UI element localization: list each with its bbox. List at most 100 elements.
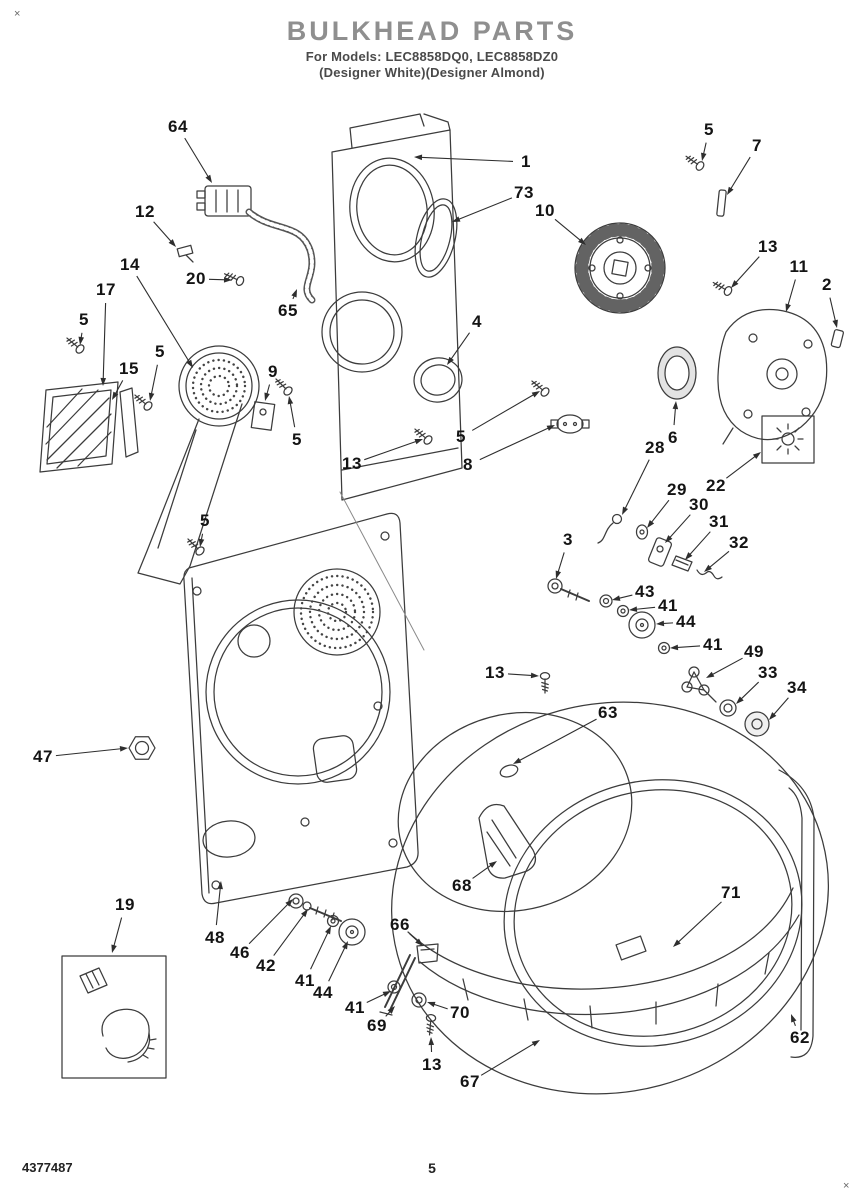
- part-8-thermostat: [550, 414, 590, 434]
- part-44-roller: [628, 611, 656, 639]
- leader-47-40: [55, 746, 128, 757]
- leader-43-31: [612, 594, 633, 601]
- callout-71: 71: [721, 883, 741, 902]
- callout-42: 42: [256, 956, 276, 975]
- leader-29-25: [647, 499, 670, 528]
- part-47-nut: [128, 736, 156, 760]
- screw-icon: [411, 424, 435, 447]
- callout-13: 13: [422, 1055, 442, 1074]
- part-66-glide: [416, 943, 439, 964]
- page-number: 5: [428, 1160, 436, 1176]
- screw-icon: [528, 376, 552, 399]
- leader-30-26: [665, 514, 691, 543]
- leader-10-11: [554, 218, 586, 245]
- callout-5: 5: [79, 310, 89, 329]
- part-63-seal-strip: [499, 764, 519, 778]
- screw-icons: [63, 151, 734, 1036]
- leader-65-8: [291, 289, 297, 300]
- leader-73-10: [452, 197, 513, 222]
- part-41-washer: [387, 980, 401, 994]
- callout-13: 13: [342, 454, 362, 473]
- registration-mark-bottom-right: ×: [843, 1180, 850, 1192]
- part-17-bracket: [119, 387, 139, 458]
- callout-70: 70: [450, 1003, 470, 1022]
- leader-5-56: [198, 533, 205, 547]
- leader-12-1: [153, 221, 176, 247]
- leader-22-29: [726, 452, 761, 479]
- callout-67: 67: [460, 1072, 480, 1091]
- leader-31-27: [685, 531, 711, 560]
- callout-41: 41: [345, 998, 365, 1017]
- callout-41: 41: [658, 596, 678, 615]
- callout-64: 64: [168, 117, 188, 136]
- callout-5: 5: [155, 342, 165, 361]
- part-14-lint-duct: [137, 345, 260, 585]
- callout-5: 5: [292, 430, 302, 449]
- part-62-rear-panel: [778, 769, 815, 1058]
- part-70-washer: [411, 992, 427, 1008]
- page-title: BULKHEAD PARTS: [286, 16, 578, 46]
- leader-41-32: [629, 606, 656, 612]
- part-34-knob: [744, 711, 770, 737]
- page-header: BULKHEAD PARTS For Models: LEC8858DQ0, L…: [0, 0, 864, 80]
- leader-64-0: [184, 137, 212, 183]
- leader-3-30: [555, 552, 565, 579]
- callout-5: 5: [456, 427, 466, 446]
- callout-13: 13: [758, 237, 778, 256]
- leader-6-23: [672, 401, 679, 426]
- callout-62: 62: [790, 1028, 810, 1047]
- callout-11: 11: [789, 257, 809, 276]
- part-10-heating-element: [574, 222, 666, 314]
- part-28-hook: [597, 513, 623, 544]
- leader-67-54: [480, 1040, 540, 1076]
- leader-2-16: [829, 297, 838, 328]
- callout-17: 17: [96, 280, 116, 299]
- callout-73: 73: [514, 183, 534, 202]
- screw-icon: [131, 390, 155, 413]
- part-43-washer: [599, 594, 613, 608]
- screw-icon: [63, 333, 87, 356]
- screw-icon: [682, 151, 707, 173]
- part-1-fan-housing: [321, 113, 463, 501]
- screw-icon: [710, 277, 734, 298]
- part-32-spring: [696, 569, 723, 580]
- leader-8-22: [479, 425, 555, 461]
- assembly-reference-line: [339, 491, 425, 651]
- leader-41-46: [310, 926, 331, 970]
- leader-13-52: [428, 1037, 435, 1053]
- callout-6: 6: [668, 428, 678, 447]
- leader-44-47: [328, 941, 348, 982]
- part-65-wire-harness: [245, 208, 316, 304]
- leader-4-17: [447, 332, 471, 365]
- part-46-washer: [288, 893, 304, 909]
- leader-46-44: [248, 899, 293, 945]
- callout-43: 43: [635, 582, 655, 601]
- registration-mark-top-left: ×: [14, 8, 21, 20]
- models-line: For Models: LEC8858DQ0, LEC8858DZ0: [305, 49, 559, 64]
- part-73-seal-ring: [414, 198, 458, 278]
- callout-2: 2: [822, 275, 832, 294]
- part-31-clip: [671, 555, 693, 572]
- document-number: 4377487: [22, 1160, 73, 1175]
- leader-33-36: [736, 681, 760, 704]
- part-68-baffle: [478, 803, 537, 879]
- leader-5-21: [471, 391, 540, 431]
- leader-48-43: [215, 881, 223, 926]
- part-11-blower-housing: [717, 308, 828, 445]
- part-44-roller: [338, 918, 366, 946]
- leader-63-39: [513, 718, 597, 764]
- part-2-plug: [830, 329, 844, 349]
- leader-44-33: [656, 620, 674, 627]
- callout-5: 5: [704, 120, 714, 139]
- callout-5: 5: [200, 511, 210, 530]
- leader-15-6: [112, 380, 124, 400]
- callout-28: 28: [645, 438, 665, 457]
- callout-31: 31: [709, 512, 729, 531]
- leader-13-14: [731, 256, 760, 288]
- callout-41: 41: [703, 635, 723, 654]
- leader-42-45: [273, 909, 308, 956]
- leader-41-34: [670, 644, 701, 651]
- part-6-bearing: [657, 346, 697, 400]
